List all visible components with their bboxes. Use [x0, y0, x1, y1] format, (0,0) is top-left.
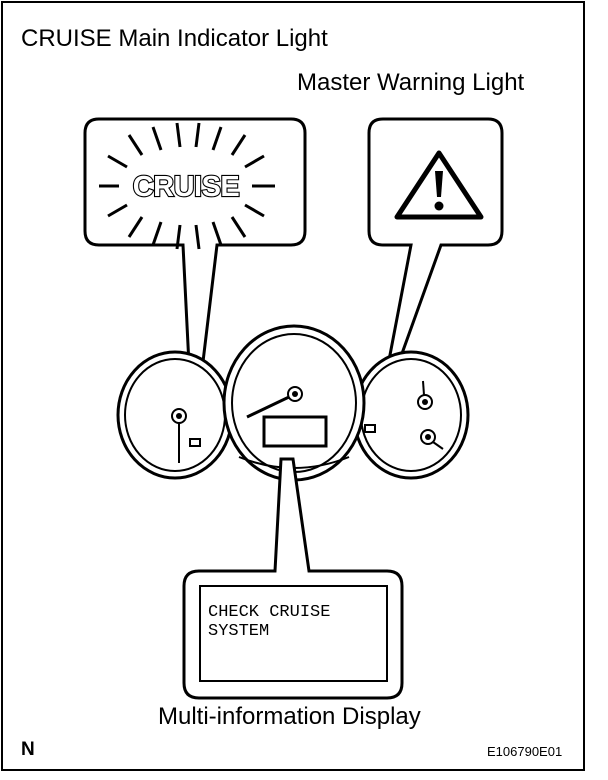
diagram-frame: CRUISE: [1, 1, 585, 771]
cruise-indicator-text: CRUISE: [133, 171, 240, 203]
lcd-message: CHECK CRUISE SYSTEM: [208, 603, 330, 641]
master-warning-lamp: [364, 424, 376, 433]
lcd-line-2: SYSTEM: [208, 622, 270, 641]
left-gauge: [116, 350, 234, 480]
multi-info-display-label: Multi-information Display: [158, 703, 421, 730]
master-warning-label: Master Warning Light: [297, 69, 525, 96]
center-gauge: [222, 324, 366, 482]
starburst-rays-icon: [99, 122, 275, 250]
lcd-screen: [199, 585, 388, 682]
right-gauge: [352, 350, 470, 480]
cruise-callout-bubble: [83, 117, 307, 446]
cruise-main-indicator-label: CRUISE Main Indicator Light: [21, 25, 328, 52]
warning-triangle-icon: [394, 150, 484, 220]
instrument-cluster-diagram: CRUISE: [83, 117, 504, 700]
figure-code: E106790E01: [487, 744, 563, 759]
orientation-label: N: [21, 739, 35, 760]
cruise-indicator-lamp: [189, 438, 201, 447]
lcd-line-1: CHECK CRUISE: [208, 603, 331, 622]
multi-info-screen: [262, 415, 328, 448]
